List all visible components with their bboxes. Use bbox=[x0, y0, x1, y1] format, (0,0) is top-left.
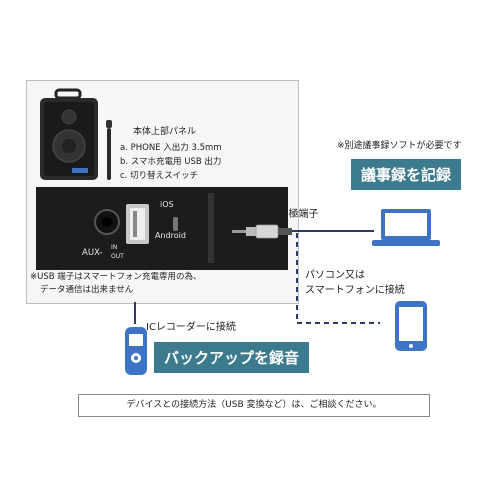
usb-note-line1: ※USB 端子はスマートフォン充電専用の為、 bbox=[30, 272, 202, 282]
panel-edge bbox=[208, 193, 214, 263]
software-note: ※別途議事録ソフトが必要です bbox=[337, 141, 462, 151]
panel-title: 本体上部パネル bbox=[133, 127, 197, 137]
phone-jack-icon bbox=[94, 209, 120, 235]
backup-badge: バックアップを録音 bbox=[154, 342, 310, 373]
switch-label-android: Android bbox=[155, 231, 186, 240]
usb-note: ※USB 端子はスマートフォン充電専用の為、 データ通信は出来ません bbox=[30, 271, 202, 297]
footer-note: デバイスとの接続方法（USB 変換など）は、ご相談ください。 bbox=[78, 394, 430, 417]
ic-recorder-label: ICレコーダーに接続 bbox=[146, 322, 236, 333]
panel-item-b: b. スマホ充電用 USB 出力 bbox=[120, 157, 222, 167]
laptop-icon bbox=[372, 209, 440, 246]
aux-plug-icon bbox=[232, 224, 292, 239]
aux-label: AUX4 極端子 bbox=[258, 209, 319, 220]
switch-icon bbox=[173, 217, 178, 231]
top-panel-ports bbox=[94, 193, 214, 263]
speaker-icon bbox=[40, 88, 98, 180]
pc-connect-line2: スマートフォンに接続 bbox=[305, 285, 405, 296]
speaker-with-mic-illustration bbox=[40, 88, 112, 180]
microphone-icon bbox=[106, 120, 112, 180]
jack-label: AUX- bbox=[82, 248, 103, 258]
smartphone-icon bbox=[395, 301, 427, 351]
software-badge: 議事録を記録 bbox=[351, 159, 462, 190]
jack-label-out: OUT bbox=[111, 253, 124, 260]
jack-label-in: IN bbox=[111, 244, 118, 251]
usb-note-line2: データ通信は出来ません bbox=[40, 285, 134, 295]
switch-label-ios: iOS bbox=[160, 200, 174, 209]
panel-item-a: a. PHONE 入出力 3.5mm bbox=[120, 143, 222, 153]
usb-port-icon bbox=[126, 204, 149, 244]
pc-connect-line1: パソコン又は bbox=[305, 270, 365, 281]
panel-item-c: c. 切り替えスイッチ bbox=[120, 171, 199, 181]
ic-recorder-icon bbox=[125, 327, 147, 375]
